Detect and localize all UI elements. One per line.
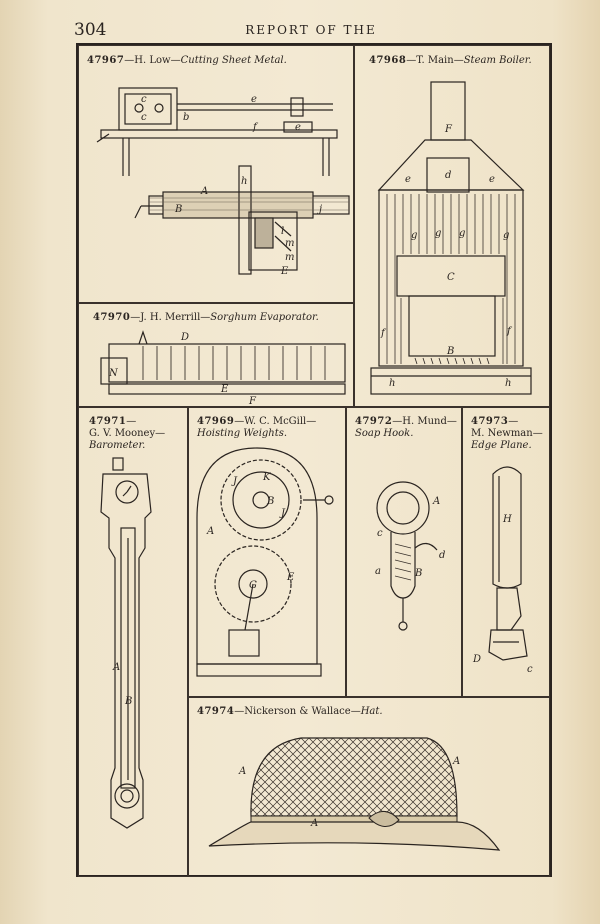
label-A: A: [310, 818, 318, 829]
label-j: j: [317, 204, 322, 215]
label-f: f: [506, 326, 513, 337]
label-B: B: [414, 568, 422, 579]
label-c: c: [141, 94, 147, 105]
caption-47968: 47968—T. Main—Steam Boiler.: [369, 55, 532, 66]
label-H: H: [502, 514, 512, 525]
figure-47973: 47973—M. Newman—Edge Plane. H D c: [462, 407, 550, 697]
label-B: B: [266, 496, 274, 507]
caption-47967: 47967—H. Low—Cutting Sheet Metal.: [87, 55, 287, 66]
label-G: G: [249, 580, 257, 591]
label-A: A: [452, 756, 460, 767]
label-h: h: [505, 378, 511, 389]
figure-47968: 47968—T. Main—Steam Boiler.: [354, 45, 550, 407]
label-h: h: [241, 176, 247, 187]
caption-47972: 47972—H. Mund—Soap Hook.: [355, 416, 457, 439]
figure-47969: 47969—W. C. McGill—Hoisting Weights. K: [188, 407, 346, 697]
caption-47973: 47973—M. Newman—Edge Plane.: [471, 416, 543, 451]
label-A: A: [206, 526, 214, 537]
caption-47971: 47971—G. V. Mooney—Barometer.: [89, 416, 166, 451]
label-F: F: [444, 124, 453, 135]
drawing-sheet-metal-cutter: c c b e f e A h B l m m E j: [96, 87, 350, 277]
label-A: A: [432, 496, 440, 507]
label-h: h: [389, 378, 395, 389]
label-N: N: [108, 368, 119, 379]
figure-47971: 47971—G. V. Mooney—Barometer. A B: [78, 407, 188, 877]
label-m: m: [285, 252, 294, 263]
label-D: D: [472, 654, 481, 665]
label-c: c: [377, 528, 383, 539]
label-B: B: [174, 204, 182, 215]
page-number: 304: [74, 20, 107, 40]
figure-47967: 47967—H. Low—Cutting Sheet Metal.: [78, 45, 354, 303]
drawing-barometer: A B: [100, 457, 152, 829]
label-d: d: [445, 170, 451, 181]
label-F: F: [248, 396, 257, 407]
label-A: A: [238, 766, 246, 777]
figure-plate: 47967—H. Low—Cutting Sheet Metal.: [76, 43, 552, 877]
drawing-hat: A A A: [208, 737, 501, 851]
label-d: d: [439, 550, 445, 561]
drawing-steam-boiler: F e d e g g g g C f f B h h: [370, 81, 532, 395]
label-A: A: [200, 186, 208, 197]
label-E: E: [220, 384, 229, 395]
drawing-sorghum-evaporator: D N E F: [100, 330, 346, 407]
label-e: e: [405, 174, 411, 185]
figure-47970: 47970—J. H. Merrill—Sorghum Evaporator.: [78, 303, 354, 407]
label-f: f: [252, 122, 259, 133]
caption-47969: 47969—W. C. McGill—Hoisting Weights.: [197, 416, 317, 439]
label-c: c: [527, 664, 533, 675]
label-e: e: [251, 94, 257, 105]
drawing-soap-hook: A c d a B: [375, 481, 445, 631]
label-b: b: [183, 112, 189, 123]
running-head: REPORT OF THE: [245, 23, 377, 37]
label-e: e: [295, 122, 301, 133]
label-g: g: [411, 230, 417, 241]
drawing-hoisting-weights: K J B J A E G: [196, 447, 334, 677]
caption-47970: 47970—J. H. Merrill—Sorghum Evaporator.: [93, 312, 319, 323]
label-l: l: [281, 226, 284, 237]
label-J: J: [279, 508, 286, 519]
label-E: E: [286, 572, 295, 583]
label-K: K: [262, 472, 271, 483]
label-B: B: [124, 696, 132, 707]
label-D: D: [180, 332, 189, 343]
label-E: E: [280, 266, 289, 277]
page-header: 304 REPORT OF THE: [72, 20, 550, 40]
label-C: C: [447, 272, 455, 283]
label-f: f: [380, 328, 387, 339]
label-a: a: [375, 566, 381, 577]
figure-47974: 47974—Nickerson & Wallace—Hat. A A A: [188, 697, 550, 877]
figure-47972: 47972—H. Mund—Soap Hook. A c: [346, 407, 462, 697]
label-B: B: [446, 346, 454, 357]
drawing-edge-plane: H D c: [472, 466, 533, 675]
label-g: g: [503, 230, 509, 241]
label-J: J: [231, 476, 238, 487]
label-A: A: [112, 662, 120, 673]
label-g: g: [435, 228, 441, 239]
caption-47974: 47974—Nickerson & Wallace—Hat.: [197, 706, 383, 717]
label-g: g: [459, 228, 465, 239]
label-m: m: [285, 238, 294, 249]
label-c: c: [141, 112, 147, 123]
label-e: e: [489, 174, 495, 185]
